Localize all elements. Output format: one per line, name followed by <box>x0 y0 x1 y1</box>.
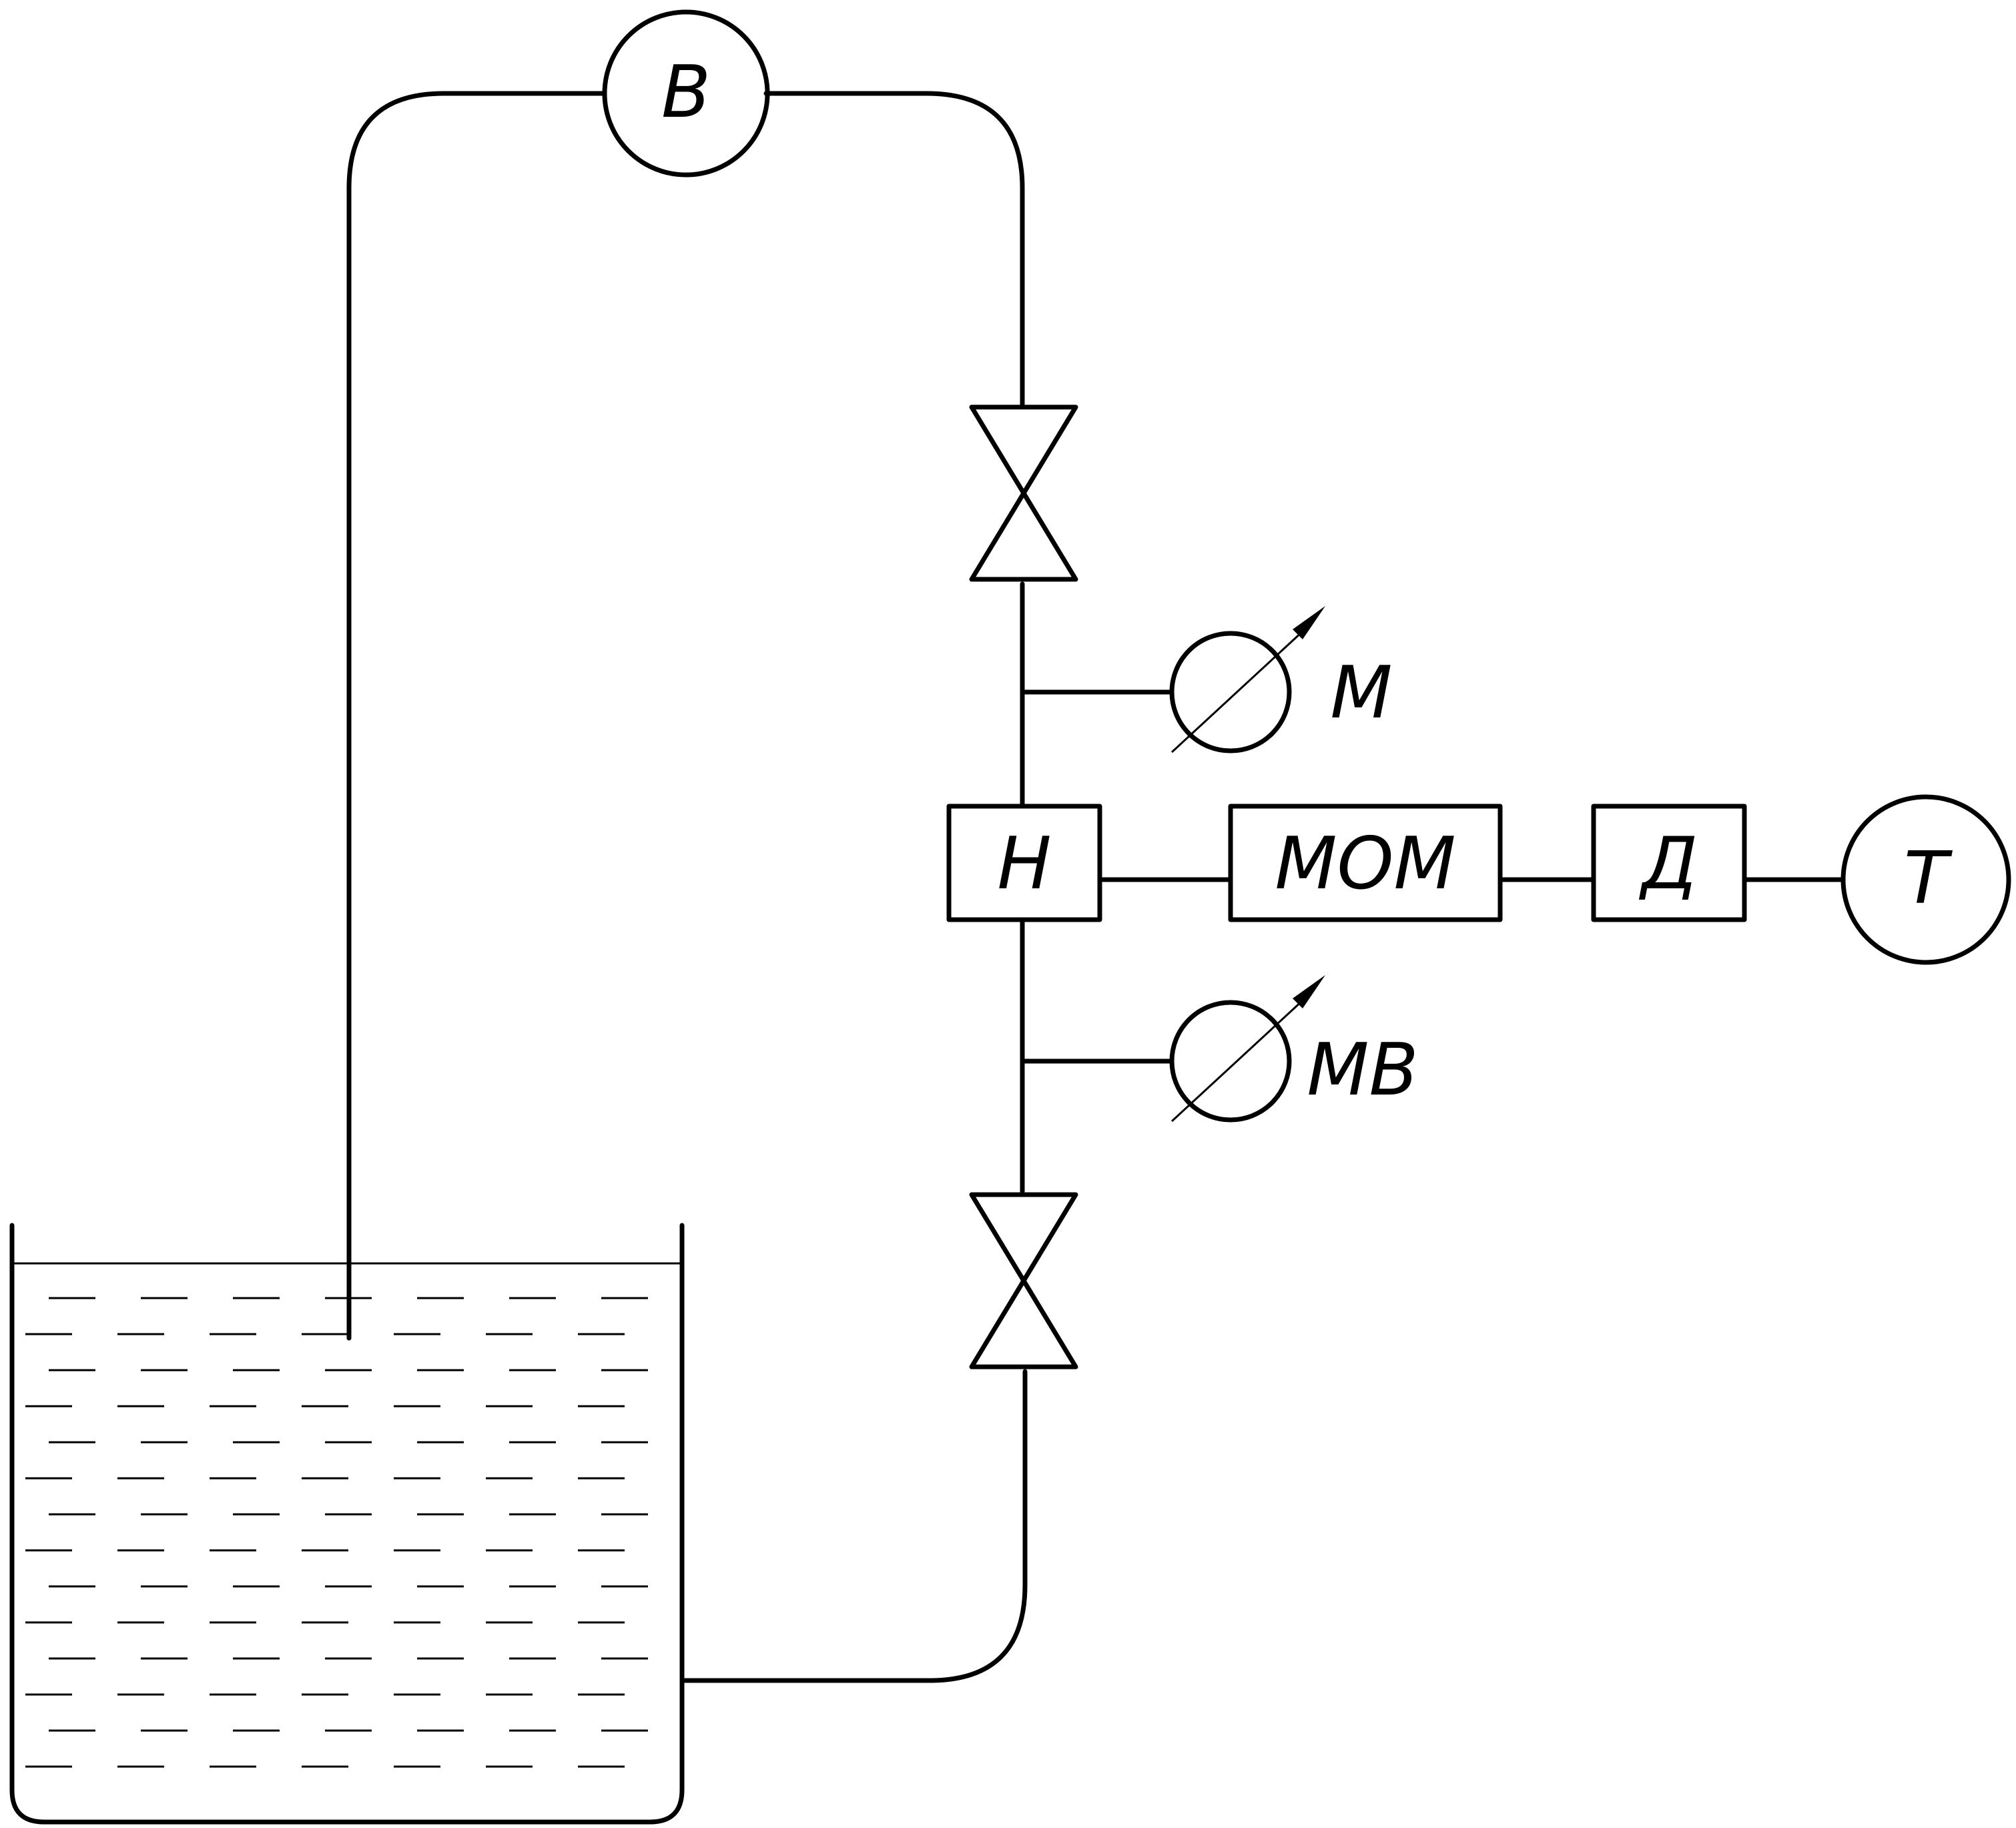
label-v: В <box>661 51 711 134</box>
coupling-box <box>1228 804 1503 922</box>
gauge-circle-icon <box>602 9 770 178</box>
label-mv: МВ <box>1307 1028 1418 1112</box>
suction-pipe <box>346 91 607 1341</box>
label-d: Д <box>1639 822 1698 906</box>
liquid-hatching <box>25 1297 648 1768</box>
vacuum-gauge-top: В <box>602 9 770 178</box>
tachometer: Т <box>1840 794 2011 965</box>
label-m: М <box>1330 651 1392 735</box>
return-pipe <box>679 1369 1028 1683</box>
tank <box>9 1223 685 1825</box>
label-mom: МОМ <box>1275 822 1455 906</box>
tachometer-circle-icon <box>1840 794 2011 965</box>
upper-pipe-right <box>763 91 1025 407</box>
manometer-circle-icon <box>1169 631 1292 753</box>
manovacuummeter: МВ <box>1169 975 1419 1123</box>
manovacuummeter-arrowhead-icon <box>1293 975 1325 1008</box>
motor: Д <box>1591 804 1747 922</box>
label-t: Т <box>1904 837 1953 920</box>
pump: Н <box>946 804 1102 922</box>
manovacuummeter-arrow-icon <box>1170 992 1312 1123</box>
manometer-arrow-icon <box>1170 623 1312 753</box>
manovacuummeter-circle-icon <box>1169 1000 1292 1123</box>
upper-valve-icon <box>969 404 1078 582</box>
motor-box <box>1591 804 1747 922</box>
manometer-arrowhead-icon <box>1293 606 1325 639</box>
manometer: М <box>1169 606 1393 753</box>
lower-valve-icon <box>969 1192 1078 1369</box>
coupling: МОМ <box>1228 804 1503 922</box>
label-n: Н <box>997 822 1051 906</box>
